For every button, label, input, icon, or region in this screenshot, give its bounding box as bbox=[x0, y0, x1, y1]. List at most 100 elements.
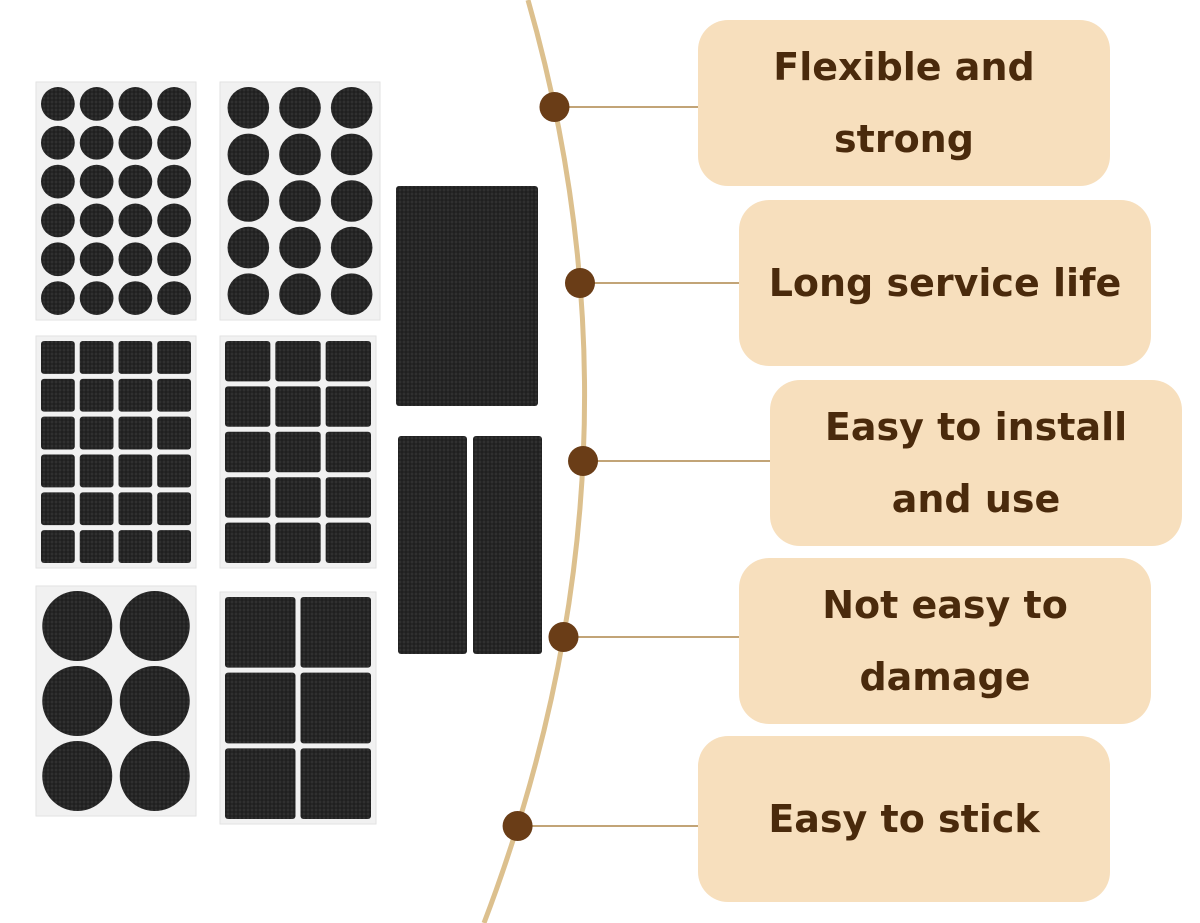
square-pad bbox=[325, 477, 371, 518]
feature-not-easy-damage: Not easy to damage bbox=[739, 558, 1151, 724]
round-pad bbox=[41, 125, 75, 160]
square-pad bbox=[325, 522, 371, 563]
square-pad bbox=[118, 530, 153, 563]
feature-text: Not easy to damage bbox=[822, 583, 1068, 699]
feature-text: Flexible and strong bbox=[773, 45, 1035, 161]
pad-sheet bbox=[219, 335, 377, 569]
square-pad bbox=[41, 416, 75, 450]
square-pad bbox=[157, 341, 191, 374]
square-pad bbox=[300, 597, 371, 668]
round-pad bbox=[41, 281, 75, 315]
connector-dot bbox=[568, 446, 599, 476]
round-pad bbox=[330, 133, 373, 176]
round-pad bbox=[41, 87, 75, 121]
feature-long-service-life: Long service life bbox=[739, 200, 1151, 366]
square-pad bbox=[79, 530, 114, 563]
square-pad bbox=[275, 341, 321, 382]
square-pad bbox=[157, 378, 191, 412]
feature-text: Easy to stick bbox=[768, 797, 1040, 841]
round-pad bbox=[79, 164, 114, 199]
square-pad bbox=[325, 341, 371, 382]
round-pad bbox=[42, 591, 113, 661]
square-pad bbox=[396, 186, 538, 406]
round-pad bbox=[41, 164, 75, 199]
square-pad bbox=[41, 454, 75, 488]
feature-easy-stick: Easy to stick bbox=[698, 736, 1110, 902]
round-pad bbox=[42, 741, 113, 811]
pad-sheet bbox=[35, 585, 197, 817]
square-pad bbox=[275, 477, 321, 518]
round-pad bbox=[79, 203, 114, 238]
round-pad bbox=[330, 226, 373, 269]
square-pad bbox=[157, 454, 191, 488]
round-pad bbox=[119, 666, 190, 736]
square-pad bbox=[79, 378, 114, 412]
connector-dot bbox=[564, 268, 595, 298]
square-pad bbox=[41, 378, 75, 412]
feature-text: Long service life bbox=[768, 261, 1122, 305]
round-pad bbox=[227, 180, 270, 222]
square-pad bbox=[118, 492, 153, 526]
round-pad bbox=[79, 125, 114, 160]
round-pad bbox=[157, 87, 191, 121]
round-pad bbox=[157, 242, 191, 277]
round-pad bbox=[157, 281, 191, 315]
round-pad bbox=[41, 203, 75, 238]
square-pad bbox=[118, 416, 153, 450]
square-pad bbox=[41, 530, 75, 563]
round-pad bbox=[330, 180, 373, 222]
square-pad bbox=[118, 341, 153, 374]
round-pad bbox=[157, 125, 191, 160]
square-pad bbox=[157, 416, 191, 450]
square-pad bbox=[225, 672, 296, 744]
square-pad bbox=[118, 454, 153, 488]
strip-pad bbox=[398, 436, 467, 654]
pad-sheet bbox=[35, 335, 197, 569]
square-pad bbox=[41, 341, 75, 374]
square-pad bbox=[225, 386, 271, 427]
pad-sheet bbox=[35, 81, 197, 321]
round-pad bbox=[118, 125, 153, 160]
round-pad bbox=[279, 133, 321, 176]
connector-dot bbox=[502, 811, 533, 841]
pad-sheet bbox=[219, 591, 377, 825]
round-pad bbox=[118, 203, 153, 238]
square-pad bbox=[79, 492, 114, 526]
square-pad bbox=[275, 386, 321, 427]
feature-text: Easy to install and use bbox=[824, 405, 1128, 521]
round-pad bbox=[227, 273, 270, 316]
round-pad bbox=[118, 87, 153, 121]
round-pad bbox=[79, 242, 114, 277]
round-pad bbox=[227, 87, 270, 129]
square-pad bbox=[225, 341, 271, 382]
square-pad bbox=[79, 341, 114, 374]
round-pad bbox=[157, 203, 191, 238]
square-pad bbox=[41, 492, 75, 526]
round-pad bbox=[41, 242, 75, 277]
round-pad bbox=[118, 164, 153, 199]
square-pad bbox=[118, 378, 153, 412]
connector-dot bbox=[539, 92, 570, 122]
square-pad bbox=[225, 597, 296, 668]
square-pad bbox=[325, 386, 371, 427]
round-pad bbox=[42, 666, 113, 736]
round-pad bbox=[118, 281, 153, 315]
round-pad bbox=[227, 133, 270, 176]
sheet-backing bbox=[35, 81, 197, 321]
round-pad bbox=[79, 281, 114, 315]
square-pad bbox=[300, 672, 371, 744]
square-pad bbox=[157, 492, 191, 526]
round-pad bbox=[118, 242, 153, 277]
square-pad bbox=[275, 522, 321, 563]
round-pad bbox=[330, 87, 373, 129]
round-pad bbox=[279, 180, 321, 222]
pad-sheet bbox=[219, 81, 381, 321]
sheet-backing bbox=[35, 335, 197, 569]
round-pad bbox=[330, 273, 373, 316]
feature-flexible-strong: Flexible and strong bbox=[698, 20, 1110, 186]
round-pad bbox=[157, 164, 191, 199]
strip-pad bbox=[473, 436, 542, 654]
square-pad bbox=[225, 522, 271, 563]
